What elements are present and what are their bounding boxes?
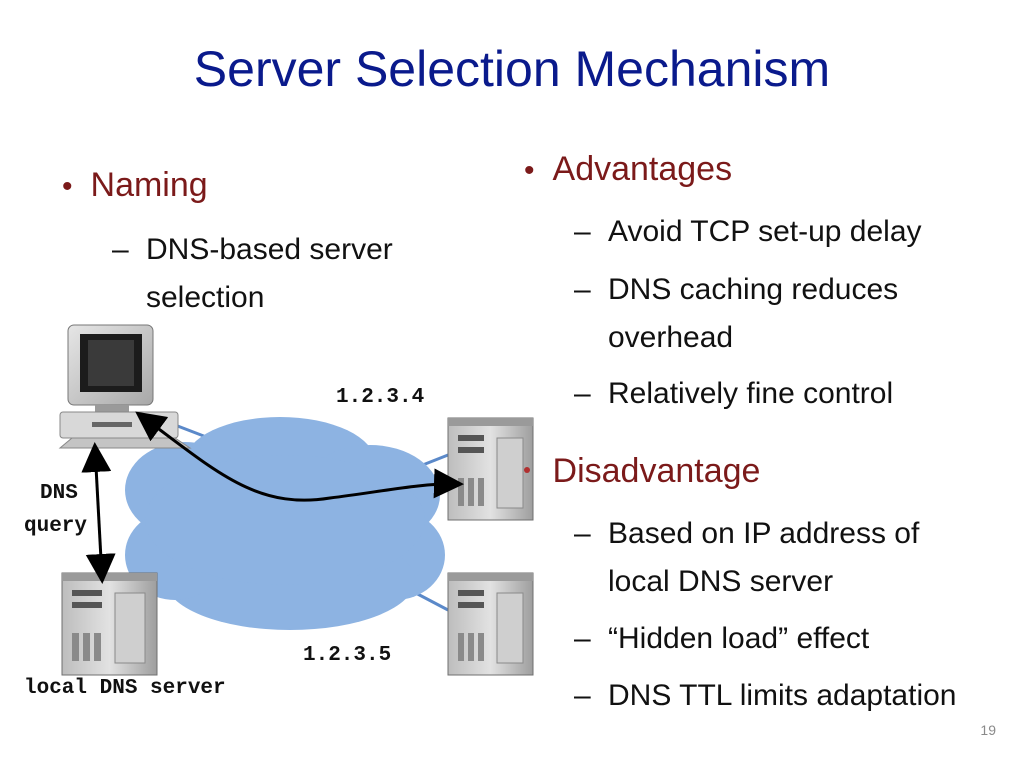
client-server-arrow	[135, 411, 464, 502]
dash-icon: –	[112, 233, 129, 266]
bullet-naming: • Naming	[62, 166, 208, 205]
dns-query-label-line2: query	[24, 515, 88, 538]
client-computer-icon	[58, 324, 192, 449]
advantage-item-2-line1: DNS caching reduces	[608, 273, 899, 306]
dash-icon: –	[574, 215, 591, 248]
sub-dns-based: – DNS-based server selection	[112, 226, 393, 322]
dash-icon: –	[574, 377, 591, 410]
bullet-dot-icon: •	[62, 170, 73, 203]
disadvantage-item-3: – DNS TTL limits adaptation	[574, 672, 956, 720]
bullet-advantages: • Advantages	[524, 150, 732, 189]
disadvantage-item-1-line2: local DNS server	[608, 565, 834, 598]
bullet-disadvantage-label: Disadvantage	[552, 452, 761, 490]
advantage-item-3-line1: Relatively fine control	[608, 377, 894, 410]
server-top-icon	[447, 417, 534, 521]
sub-dns-based-line2: selection	[146, 281, 265, 314]
advantage-item-2-line2: overhead	[608, 321, 734, 354]
server-bottom-ip-label: 1.2.3.5	[303, 644, 392, 667]
local-dns-server-label: local DNS server	[24, 677, 226, 700]
dash-icon: –	[574, 622, 591, 655]
disadvantage-item-2-line1: “Hidden load” effect	[608, 622, 870, 655]
dns-query-label-line1: DNS	[40, 482, 78, 505]
bullet-disadvantage: • Disadvantage	[524, 452, 760, 491]
internet-cloud	[125, 417, 445, 630]
advantage-item-2: – DNS caching reduces overhead	[574, 266, 898, 362]
bullet-naming-label: Naming	[90, 166, 208, 204]
advantage-item-1-line1: Avoid TCP set-up delay	[608, 215, 922, 248]
disadvantage-item-1: – Based on IP address of local DNS serve…	[574, 510, 919, 606]
disadvantage-item-3-line1: DNS TTL limits adaptation	[608, 679, 957, 712]
local-dns-server-icon	[61, 572, 158, 676]
bullet-advantages-label: Advantages	[552, 150, 733, 188]
server-bottom-icon	[447, 572, 534, 676]
bullet-dot-icon: •	[524, 154, 535, 187]
advantage-item-1: – Avoid TCP set-up delay	[574, 208, 922, 256]
disadvantage-item-1-line1: Based on IP address of	[608, 517, 920, 550]
page-number: 19	[980, 722, 996, 738]
dash-icon: –	[574, 517, 591, 550]
server-top-ip-label: 1.2.3.4	[336, 386, 425, 409]
dns-query-arrow	[81, 442, 116, 584]
disadvantage-item-2: – “Hidden load” effect	[574, 615, 869, 663]
slide-title: Server Selection Mechanism	[193, 41, 831, 97]
dash-icon: –	[574, 273, 591, 306]
advantage-item-3: – Relatively fine control	[574, 370, 893, 418]
dash-icon: –	[574, 679, 591, 712]
sub-dns-based-line1: DNS-based server	[146, 233, 393, 266]
